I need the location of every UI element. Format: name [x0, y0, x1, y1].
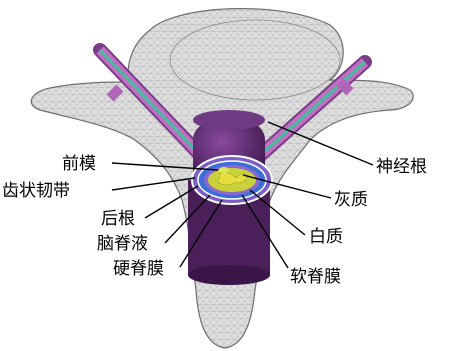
- label-denticulate-ligament: 齿状韧带: [2, 181, 70, 201]
- label-anterior-membrane: 前模: [62, 154, 96, 174]
- label-csf: 脑脊液: [97, 234, 148, 254]
- label-posterior-root: 后根: [101, 209, 135, 229]
- label-nerve-root: 神经根: [376, 157, 427, 177]
- label-pia-mater: 软脊膜: [290, 267, 341, 287]
- label-dura-mater: 硬脊膜: [113, 259, 164, 279]
- label-gray-matter: 灰质: [334, 190, 368, 210]
- label-white-matter: 白质: [309, 227, 343, 247]
